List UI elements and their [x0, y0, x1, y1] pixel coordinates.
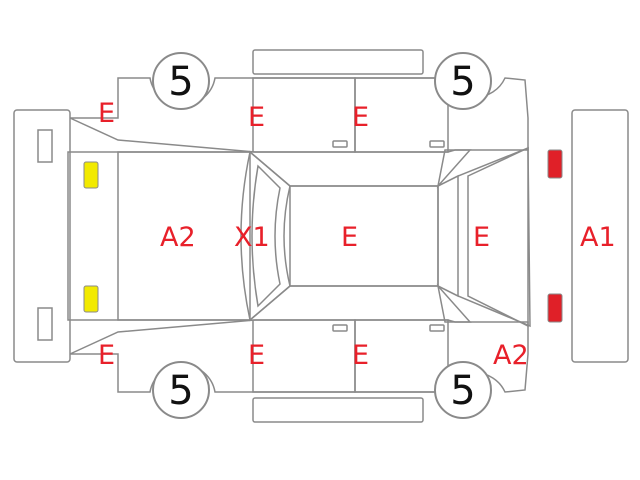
rear-lamp-top: [547, 149, 563, 179]
windshield-inner: [251, 164, 281, 308]
label-rear-glass: E: [473, 222, 491, 253]
tire-rear-right: [434, 361, 492, 419]
rear-bumper: [571, 109, 629, 363]
body-top-view: [67, 146, 531, 328]
handle-fl: [332, 140, 348, 148]
label-door-front-left: E: [248, 102, 266, 133]
rocker-panel-top: [252, 49, 424, 75]
tire-rear-left: [434, 52, 492, 110]
label-roof: E: [341, 222, 359, 253]
label-fender-front-right: E: [98, 340, 116, 371]
windshield-panel: [240, 150, 291, 322]
door-rear-left: [354, 77, 449, 153]
rear-pillar-bottom: [436, 283, 472, 323]
rocker-panel-bottom: [252, 397, 424, 423]
roof-panel: [289, 185, 439, 287]
front-bumper: [13, 109, 71, 363]
label-windshield: X1: [234, 222, 270, 253]
label-door-rear-left: E: [352, 102, 370, 133]
label-rear-bumper: A1: [580, 222, 616, 253]
hood-panel: [117, 151, 251, 321]
rear-pillar-top: [436, 149, 472, 189]
label-quarter-rear-right: A2: [493, 340, 529, 371]
tire-front-right-number: 5: [168, 368, 194, 414]
front-bumper-slot-bottom: [37, 307, 53, 341]
tire-rear-right-number: 5: [450, 368, 476, 414]
rear-lamp-bottom: [547, 293, 563, 323]
label-door-front-right: E: [248, 340, 266, 371]
label-hood: A2: [160, 222, 196, 253]
door-rear-right: [354, 319, 449, 393]
rear-glass-panel: [437, 174, 459, 298]
front-bumper-slot-top: [37, 129, 53, 163]
handle-fr: [332, 324, 348, 332]
front-lamp-top: [83, 161, 99, 189]
tire-front-left-number: 5: [168, 59, 194, 105]
trunk-panel: [467, 146, 529, 328]
label-fender-front-left: E: [98, 98, 116, 129]
handle-rl: [429, 140, 445, 148]
front-lamp-bottom: [83, 285, 99, 313]
label-door-rear-right: E: [352, 340, 370, 371]
tire-rear-left-number: 5: [450, 59, 476, 105]
handle-rr: [429, 324, 445, 332]
tire-front-right: [152, 361, 210, 419]
tire-front-left: [152, 52, 210, 110]
